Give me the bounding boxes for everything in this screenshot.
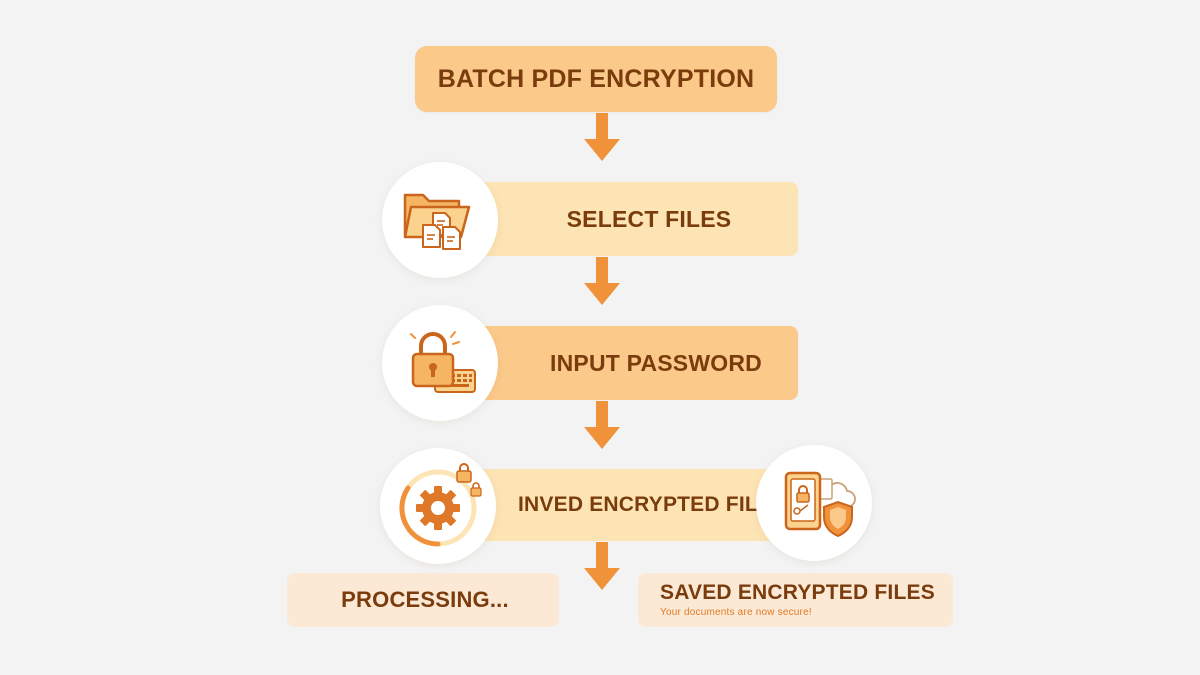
- secure-device-shield-icon: [784, 471, 856, 538]
- arrow-down-icon: [584, 401, 620, 449]
- saved-files-title: SAVED ENCRYPTED FILES: [660, 581, 935, 604]
- arrow-down-icon: [584, 542, 620, 590]
- diagram-title: BATCH PDF ENCRYPTION: [415, 46, 777, 112]
- padlock-keyboard-icon: [410, 331, 476, 393]
- gear-progress-icon: [399, 463, 482, 547]
- saved-files-subtitle: Your documents are now secure!: [660, 607, 812, 618]
- saved-files-box: SAVED ENCRYPTED FILES Your documents are…: [638, 573, 953, 627]
- step-input-password-badge: [382, 305, 498, 421]
- step-select-files-badge: [382, 162, 498, 278]
- processing-status: PROCESSING...: [287, 573, 559, 627]
- step-select-files: SELECT FILES: [470, 182, 798, 256]
- saved-files-badge: [756, 445, 872, 561]
- step-encrypted-files: INVED ENCRYPTED FILES: [470, 469, 798, 541]
- arrow-down-icon: [584, 257, 620, 305]
- step-encrypted-files-badge: [380, 448, 496, 564]
- folder-files-icon: [403, 193, 471, 250]
- arrow-down-icon: [584, 113, 620, 161]
- step-input-password: INPUT PASSWORD: [470, 326, 798, 400]
